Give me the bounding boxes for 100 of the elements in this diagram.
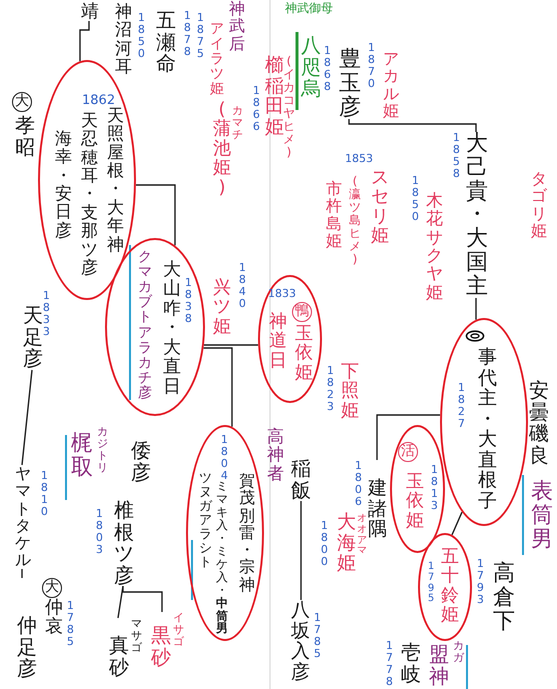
name-label: 建諸隅 xyxy=(367,478,388,540)
name-label: 五十鈴姫 xyxy=(440,547,460,625)
lineage-line xyxy=(136,184,176,246)
name-label: 八坂入彦 xyxy=(290,600,311,682)
name-label: 椎根ツ彦 xyxy=(113,500,135,586)
name-label: 壱岐 xyxy=(400,642,422,686)
circled-group xyxy=(440,318,528,526)
name-label: 木花サクヤ姫 xyxy=(425,192,444,302)
name-label: 表筒男 xyxy=(530,480,554,552)
name-label: 神沼河耳 xyxy=(114,3,133,76)
name-label: 黒砂 xyxy=(150,625,172,668)
circled-group xyxy=(38,60,136,300)
name-label: 市杵島姫 xyxy=(325,180,343,250)
name-label: 玉依姫 xyxy=(294,324,314,382)
lineage-line xyxy=(348,119,477,132)
lineage-line xyxy=(300,501,302,600)
year-number: 1868 xyxy=(323,45,332,92)
name-label: タゴリ姫 xyxy=(530,170,548,240)
name-label: (蒲池姫) xyxy=(212,100,232,198)
note-label: 神武后 xyxy=(228,0,246,52)
name-label: 玉依姫 xyxy=(405,472,425,530)
year-number: 1804 xyxy=(220,434,229,482)
year-number: 1833 xyxy=(42,290,51,338)
name-label: クマカブトアラカチ彦 xyxy=(137,250,153,402)
name-label: 神道日 xyxy=(268,312,288,370)
circled-group xyxy=(258,275,322,403)
reading-label: (瀛ツ島ヒメ) xyxy=(348,175,362,266)
reading-label: マサゴ xyxy=(130,618,143,654)
name-label: スセリ姫 xyxy=(370,168,390,246)
year-number: 1840 xyxy=(238,262,247,310)
year-number: 1785 xyxy=(313,612,322,660)
name-label: 倭彦 xyxy=(130,440,152,484)
year-number: 1800 xyxy=(320,520,329,568)
name-label: 天照屋根・大年神 xyxy=(106,107,125,254)
reading-label: オオアマ xyxy=(356,514,368,558)
name-label: 賀茂別雷・宗神 xyxy=(238,472,256,593)
year-number: 1813 xyxy=(430,464,439,512)
name-label: 五瀬命 xyxy=(155,10,177,75)
year-number: 1838 xyxy=(184,277,193,324)
note-label: 神武御母 xyxy=(285,2,333,14)
lineage-line xyxy=(21,569,23,578)
name-label: 海幸・安日彦 xyxy=(54,130,73,240)
name-label: アイラツ姫 xyxy=(209,22,225,98)
name-label: 櫛稲田姫 xyxy=(264,55,284,138)
circled-mark: 鴨 xyxy=(292,302,312,322)
reading-label: カジトリ xyxy=(96,426,109,474)
lineage-line xyxy=(451,512,463,536)
lineage-line xyxy=(204,344,258,346)
year-number: 1850 xyxy=(411,175,420,222)
year-number: 1875 xyxy=(196,12,205,60)
lineage-line xyxy=(122,586,163,612)
name-label: 大己貴・大国主 xyxy=(465,132,489,298)
year-number: 1870 xyxy=(367,42,376,90)
name-label: 孝昭 xyxy=(14,115,36,158)
name-label: 真砂 xyxy=(108,635,130,678)
name-label: 稲飯 xyxy=(290,458,312,502)
year-number: 1785 xyxy=(66,600,75,648)
name-label: 盟神 xyxy=(428,644,450,688)
name-label: 八咫烏 xyxy=(300,35,322,100)
name-label: 大山咋・大直日 xyxy=(162,260,182,396)
note-label: 高神者 xyxy=(266,428,285,484)
circled-group xyxy=(186,425,264,641)
year-number: 1810 xyxy=(40,470,49,518)
name-label: ツヌガアラシト xyxy=(198,472,213,570)
year-number: 1850 xyxy=(137,12,146,60)
year-number: 1866 xyxy=(252,85,261,132)
name-label: 天足彦 xyxy=(22,305,44,370)
year-number: 1823 xyxy=(326,365,335,412)
circled-mark: 活 xyxy=(398,442,418,462)
name-label: 大海姫 xyxy=(336,512,357,574)
reading-label: ミマキ入・ミケ入・中筒男 xyxy=(215,480,229,636)
name-label: 仲足彦 xyxy=(16,615,38,680)
lineage-line xyxy=(117,586,124,618)
name-label: 靖 xyxy=(80,2,100,22)
reading-label: イサゴ xyxy=(172,612,185,648)
name-label: 兴ツ姫 xyxy=(212,278,232,336)
name-label: 事代主・大直根子 xyxy=(477,347,498,512)
lineage-line xyxy=(79,21,90,62)
name-label: 梶取 xyxy=(70,432,94,480)
lineage-line xyxy=(475,298,477,320)
lineage-line xyxy=(204,347,233,427)
year-number: 1806 xyxy=(354,460,363,508)
name-label: 天忍穂耳・支那ツ彦 xyxy=(80,112,99,278)
year-number: 1778 xyxy=(385,640,394,688)
circled-mark: 大 xyxy=(42,578,62,598)
year-number: 1862 xyxy=(82,94,116,107)
name-label: 下照姫 xyxy=(340,362,360,420)
name-label: 安曇磯良 xyxy=(528,380,550,466)
name-label: ヤマトタケル xyxy=(14,465,32,569)
year-number: 1793 xyxy=(476,558,485,606)
year-number: 1803 xyxy=(95,508,104,556)
circled-group xyxy=(105,238,205,416)
reading-label: カマチ xyxy=(231,105,244,141)
year-number: 1795 xyxy=(427,562,435,606)
reading-label: (イカコヤヒメ) xyxy=(283,55,296,159)
year-number: 1878 xyxy=(183,10,192,58)
lineage-line xyxy=(21,370,33,466)
name-label: アカル姫 xyxy=(382,50,400,120)
name-label: 豊玉彦 xyxy=(338,48,362,120)
year-number: 1853 xyxy=(345,153,373,164)
